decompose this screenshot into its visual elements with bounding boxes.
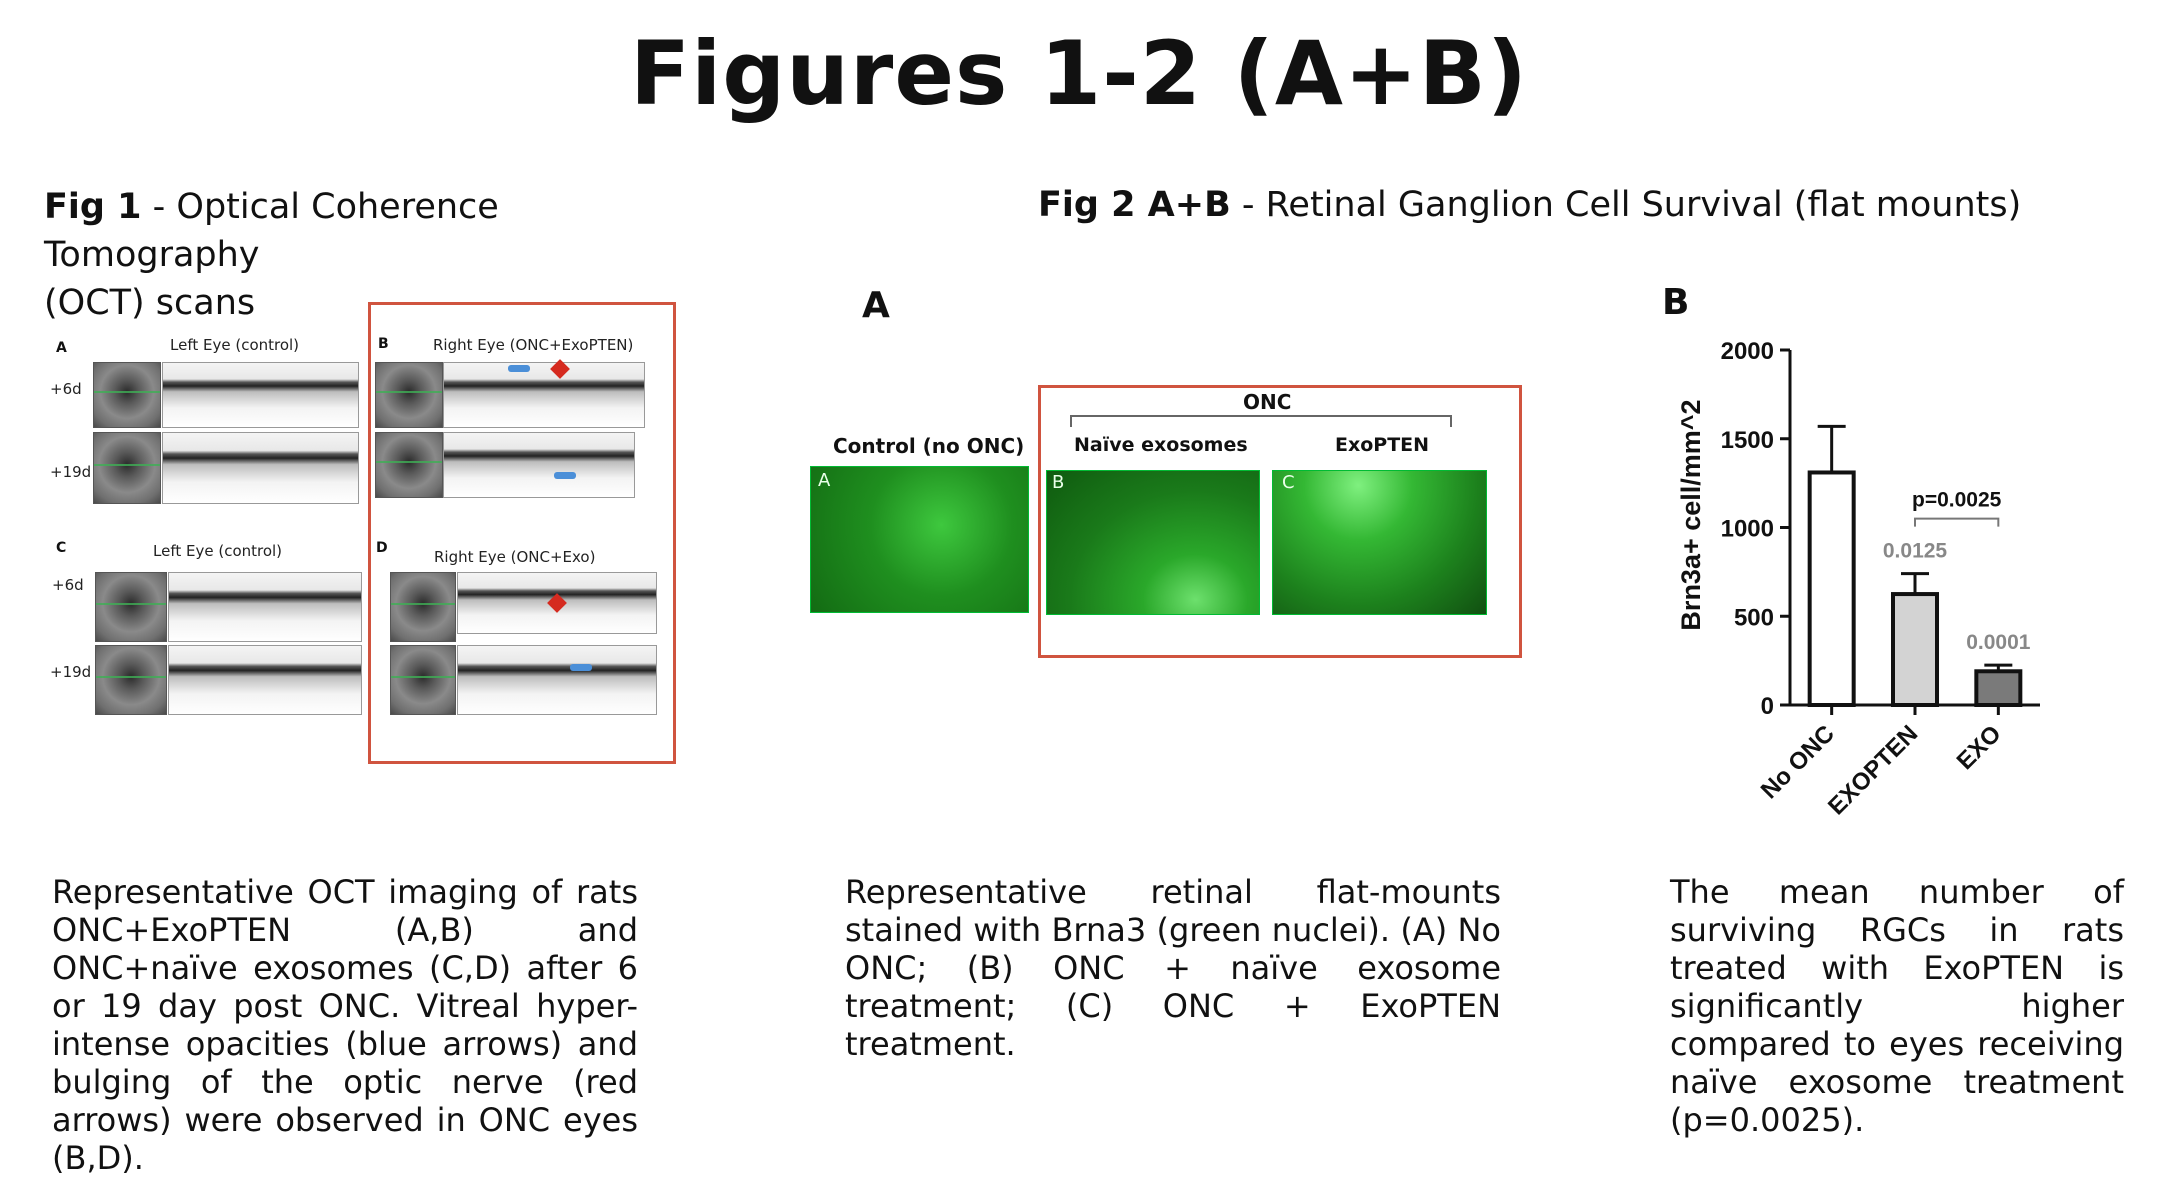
p-value-annotation: 0.0001 [1966, 631, 2031, 654]
panel-d-letter: D [376, 540, 388, 556]
y-tick-label: 1000 [1721, 516, 1774, 543]
blue-arrow-icon [508, 365, 530, 372]
fig2-panel-b-letter: B [1662, 282, 1690, 323]
panel-c-day6: +6d [52, 576, 84, 594]
y-tick-label: 2000 [1721, 338, 1774, 365]
control-label: Control (no ONC) [833, 434, 1025, 458]
panel-b-letter: B [378, 336, 389, 352]
bar [1891, 592, 1939, 707]
oct-scan-d2 [457, 645, 657, 715]
oct-scan-a2 [162, 432, 359, 504]
onc-highlight-box-fig1 [368, 302, 676, 764]
fundus-image-d1 [390, 572, 456, 642]
panel-d-caption: Right Eye (ONC+Exo) [434, 548, 596, 566]
fig2b-caption: The mean number of surviving RGCs in rat… [1670, 873, 2124, 1139]
bar [1807, 470, 1856, 707]
flatmount-c-letter: C [1282, 472, 1295, 493]
fig2-separator: - [1230, 185, 1266, 225]
oct-scan-c1 [168, 572, 362, 642]
chart-ylabel: Brn3a+ cell/mm^2 [1676, 399, 1706, 630]
fundus-image-b1 [375, 362, 443, 428]
flatmount-b-letter: B [1052, 472, 1065, 493]
fundus-image-c1 [95, 572, 167, 642]
y-tick-label: 0 [1761, 693, 1774, 720]
exopten-label: ExoPTEN [1335, 434, 1430, 456]
comparison-p-value: p=0.0025 [1912, 489, 2002, 512]
fundus-image-d2 [390, 645, 456, 715]
onc-label: ONC [1243, 390, 1292, 414]
panel-c-caption: Left Eye (control) [153, 542, 283, 560]
fig1-oct-figure: A Left Eye (control) +6d +19d C Left Eye… [50, 300, 680, 770]
oct-scan-a1 [162, 362, 359, 428]
fundus-image-b2 [375, 432, 443, 498]
flatmount-image-c [1272, 470, 1487, 615]
y-tick-label: 500 [1734, 604, 1774, 631]
bar [1974, 669, 2023, 707]
flatmount-image-a [810, 466, 1029, 613]
fig1-caption: Representative OCT imaging of rats ONC+E… [52, 873, 638, 1177]
comparison-bracket [1914, 517, 2000, 527]
fig1-separator: - [141, 187, 177, 227]
naive-label: Naïve exosomes [1074, 434, 1248, 456]
y-tick-label: 1500 [1721, 427, 1774, 454]
fig2-heading-text: Retinal Ganglion Cell Survival (flat mou… [1265, 185, 2022, 225]
fig2-heading: Fig 2 A+B - Retinal Ganglion Cell Surviv… [1038, 181, 2138, 229]
panel-b-caption: Right Eye (ONC+ExoPTEN) [433, 336, 634, 354]
panel-c-day19: +19d [50, 663, 92, 681]
fig2-label: Fig 2 A+B [1038, 185, 1231, 225]
fundus-image-a2 [93, 432, 161, 504]
x-tick-label: EXO [1952, 720, 2007, 775]
fundus-image-c2 [95, 645, 167, 715]
x-tick-label: EXOPTEN [1823, 720, 1923, 820]
panel-a-day19: +19d [50, 463, 92, 481]
blue-arrow-icon [554, 472, 576, 479]
flatmount-image-b [1046, 470, 1260, 615]
onc-bracket [1070, 415, 1452, 427]
oct-scan-c2 [168, 645, 362, 715]
flatmount-a-letter: A [818, 470, 831, 491]
fig1-heading-line1: Optical Coherence Tomography [44, 187, 499, 275]
panel-a-caption: Left Eye (control) [170, 336, 300, 354]
fundus-image-a1 [93, 362, 161, 428]
panel-a-letter: A [56, 340, 67, 356]
oct-scan-b1 [443, 362, 645, 428]
blue-arrow-icon [570, 664, 592, 671]
fig1-heading-line2: (OCT) scans [44, 283, 256, 323]
fig1-label: Fig 1 [44, 187, 142, 227]
panel-a-day6: +6d [50, 380, 82, 398]
panel-c-letter: C [56, 540, 67, 556]
fig2a-caption: Representative retinal flat-mounts stain… [845, 873, 1501, 1063]
p-value-annotation: 0.0125 [1883, 540, 1948, 563]
onc-highlight-box-fig2 [1038, 385, 1522, 658]
fig1-heading: Fig 1 - Optical Coherence Tomography (OC… [44, 183, 724, 327]
x-tick-label: No ONC [1756, 720, 1840, 804]
fig2-panel-a-letter: A [862, 285, 890, 326]
page-title: Figures 1-2 (A+B) [630, 22, 1528, 125]
oct-scan-b2 [443, 432, 635, 498]
